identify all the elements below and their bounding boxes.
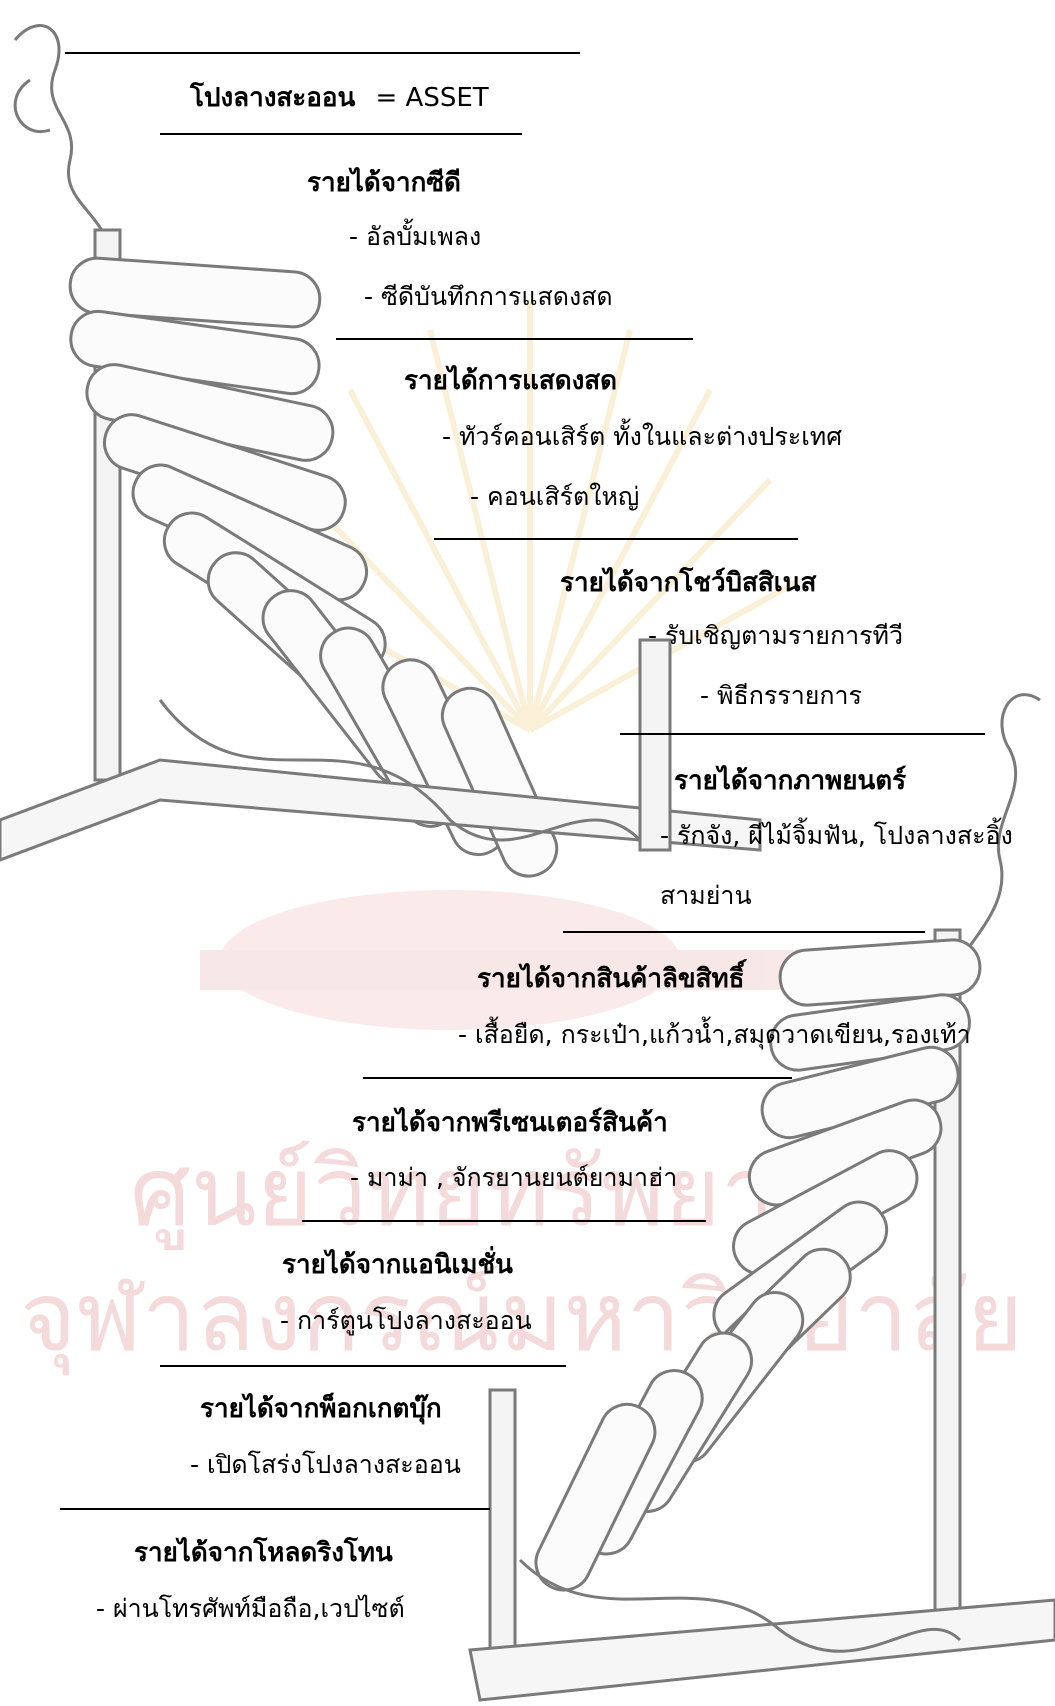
divider-line xyxy=(563,931,925,933)
section-item-cd-live: - ซีดีบันทึกการแสดงสด xyxy=(364,284,613,309)
section-item-live-tour: - ทัวร์คอนเสิร์ต ทั้งในและต่างประเทศ xyxy=(442,424,842,449)
section-heading-pocketbook: รายได้จากพ็อกเกตบุ๊ก xyxy=(200,1396,442,1422)
section-heading-ringtone: รายได้จากโหลดริงโทน xyxy=(134,1540,393,1566)
divider-line xyxy=(160,1365,566,1367)
section-item-presenter-brands: - มาม่า , จักรยานยนต์ยามาฮ่า xyxy=(350,1165,677,1190)
section-item-pocketbook-title: - เปิดโสร่งโปงลางสะออน xyxy=(190,1452,461,1477)
section-heading-merch: รายได้จากสินค้าลิขสิทธิ์ xyxy=(477,966,745,992)
divider-line xyxy=(302,1220,706,1222)
section-item-showbiz-tv: - รับเชิญตามรายการทีวี xyxy=(648,623,903,648)
section-item-ringtone-channels: - ผ่านโทรศัพท์มือถือ,เวปไซต์ xyxy=(96,1596,405,1621)
section-heading-presenter: รายได้จากพรีเซนเตอร์สินค้า xyxy=(352,1110,668,1136)
divider-line xyxy=(60,1508,490,1510)
section-item-cd-album: - อัลบั้มเพลง xyxy=(349,224,481,249)
section-item-movie-samyan: สามย่าน xyxy=(660,883,752,908)
divider-line xyxy=(620,733,985,735)
title-asset: = ASSET xyxy=(376,83,489,113)
divider-line xyxy=(65,52,580,54)
section-item-animation-cartoon: - การ์ตูนโปงลางสะออน xyxy=(280,1308,532,1333)
divider-line xyxy=(434,538,798,540)
divider-line xyxy=(363,1077,792,1079)
diagram-title: โปงลางสะออน = ASSET xyxy=(190,85,489,111)
section-heading-live: รายได้การแสดงสด xyxy=(404,368,617,394)
divider-line xyxy=(160,133,522,135)
section-heading-movie: รายได้จากภาพยนตร์ xyxy=(674,768,906,794)
section-heading-animation: รายได้จากแอนิเมชั่น xyxy=(282,1252,513,1278)
section-item-showbiz-mc: - พิธีกรรายการ xyxy=(700,683,862,708)
section-item-live-concert: - คอนเสิร์ตใหญ่ xyxy=(470,484,639,509)
section-item-merch-list: - เสื้อยืด, กระเป๋า,แก้วน้ำ,สมุดวาดเขียน… xyxy=(458,1022,971,1047)
divider-line xyxy=(336,338,693,340)
section-heading-cd: รายได้จากซีดี xyxy=(307,170,461,196)
title-thai: โปงลางสะออน xyxy=(190,83,355,113)
section-item-movie-titles: - รักจัง, ผีไม้จิ้มฟัน, โปงลางสะอิ้ง xyxy=(660,823,1013,848)
section-heading-showbiz: รายได้จากโชว์บิสสิเนส xyxy=(560,570,816,596)
